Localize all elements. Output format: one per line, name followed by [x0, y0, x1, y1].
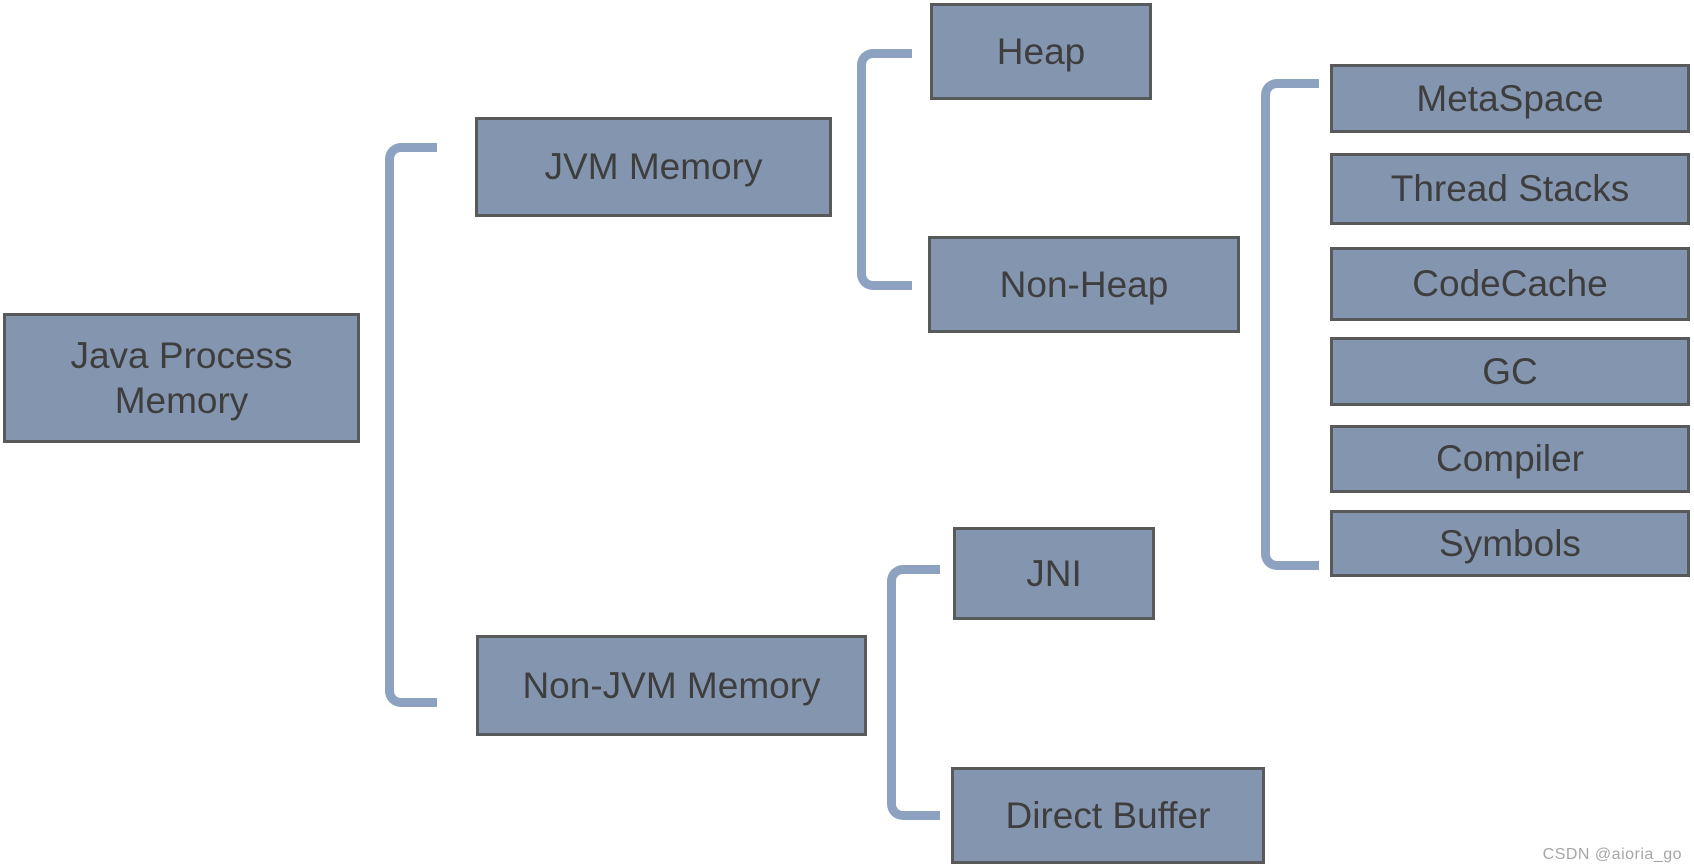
csdn-watermark: CSDN @aioria_go: [1542, 846, 1682, 863]
node-direct-buffer: Direct Buffer: [951, 767, 1265, 864]
connector-java-process-memory: [385, 143, 437, 707]
connector-non-heap: [1261, 79, 1319, 570]
connector-non-jvm-memory: [887, 565, 940, 820]
node-non-heap: Non-Heap: [928, 236, 1240, 333]
node-non-jvm-memory: Non-JVM Memory: [476, 635, 867, 736]
node-metaspace: MetaSpace: [1330, 64, 1690, 133]
node-jni: JNI: [953, 527, 1155, 620]
connector-jvm-memory: [857, 49, 912, 290]
node-gc: GC: [1330, 337, 1690, 406]
node-jvm-memory: JVM Memory: [475, 117, 832, 217]
node-heap: Heap: [930, 3, 1152, 100]
node-compiler: Compiler: [1330, 425, 1690, 493]
node-codecache: CodeCache: [1330, 247, 1690, 321]
node-java-process-memory: Java Process Memory: [3, 313, 360, 443]
node-symbols: Symbols: [1330, 510, 1690, 577]
node-thread-stacks: Thread Stacks: [1330, 153, 1690, 225]
